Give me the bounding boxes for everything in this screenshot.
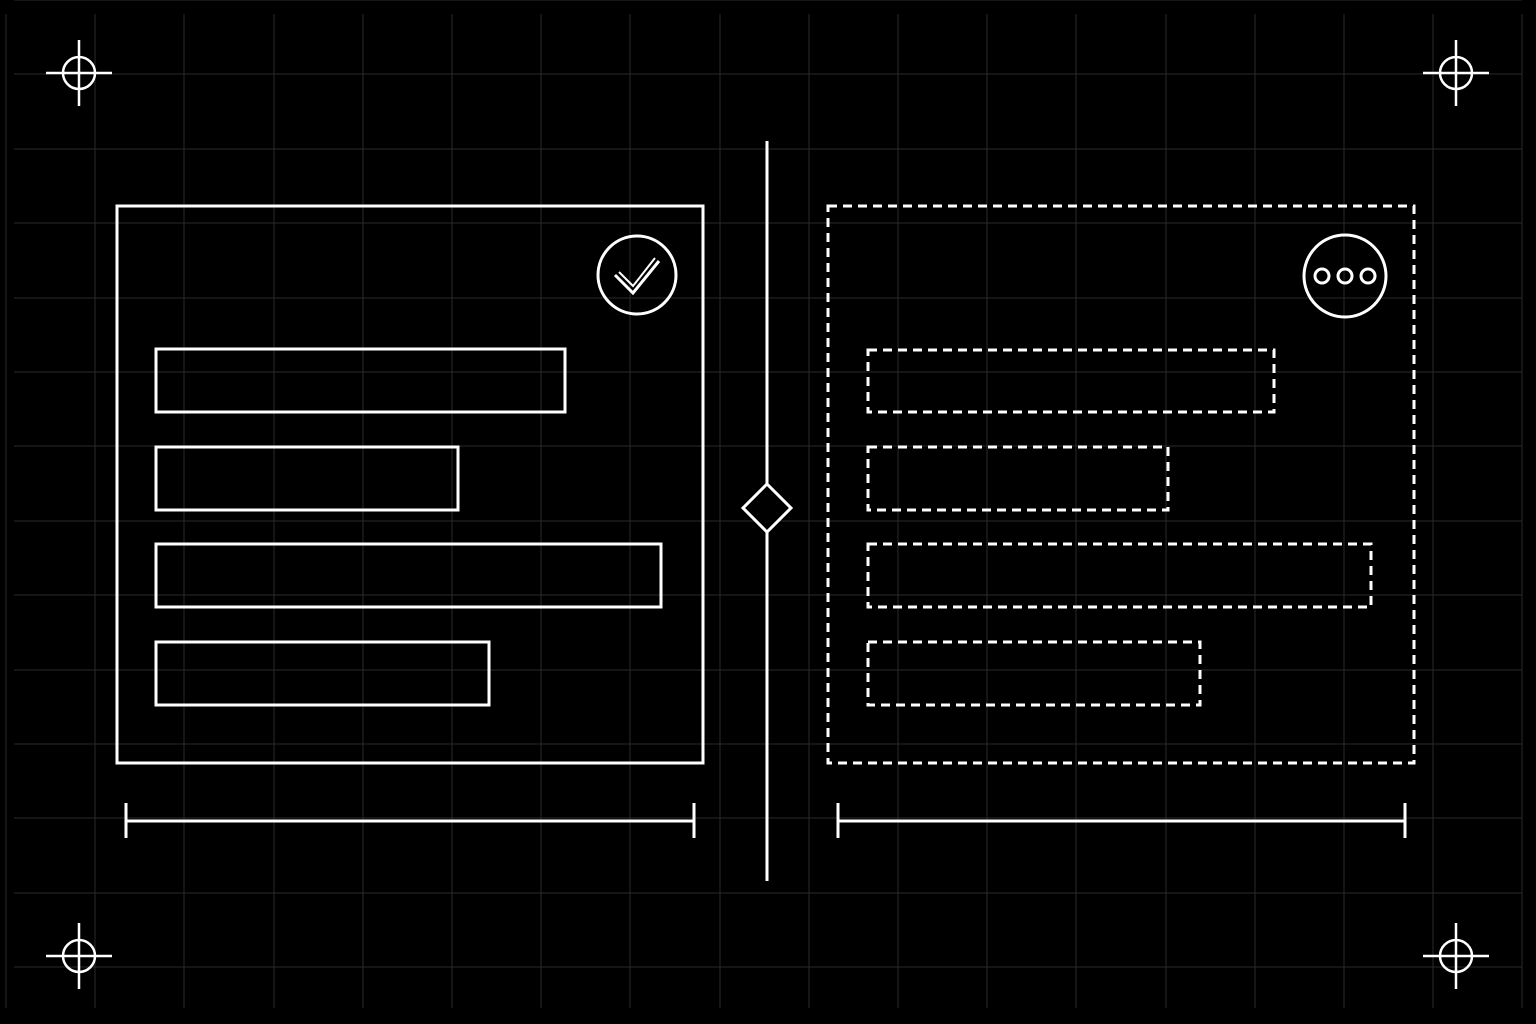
placeholder-bar [866, 348, 1276, 414]
panel-frame [115, 204, 705, 765]
placeholder-bar [866, 542, 1373, 609]
placeholder-bar [866, 640, 1202, 707]
crosshair-icon [46, 40, 112, 106]
crosshair-icon [1423, 923, 1489, 989]
placeholder-bar [154, 640, 491, 707]
divider[interactable] [740, 141, 794, 881]
crosshair-icon [46, 923, 112, 989]
diamond-handle-icon[interactable] [740, 481, 794, 535]
panel-complete [115, 204, 705, 765]
panel-pending [826, 204, 1416, 765]
placeholder-bar [154, 542, 663, 609]
placeholder-bar [866, 445, 1170, 512]
check-circle-icon [596, 234, 678, 316]
more-horizontal-circle-icon[interactable] [1302, 233, 1388, 319]
panel-frame [826, 204, 1416, 765]
placeholder-bar [154, 347, 567, 414]
width-dimension-line [836, 803, 1407, 838]
crosshair-icon [1423, 40, 1489, 106]
placeholder-bar [154, 445, 460, 512]
width-dimension-line [124, 803, 696, 838]
